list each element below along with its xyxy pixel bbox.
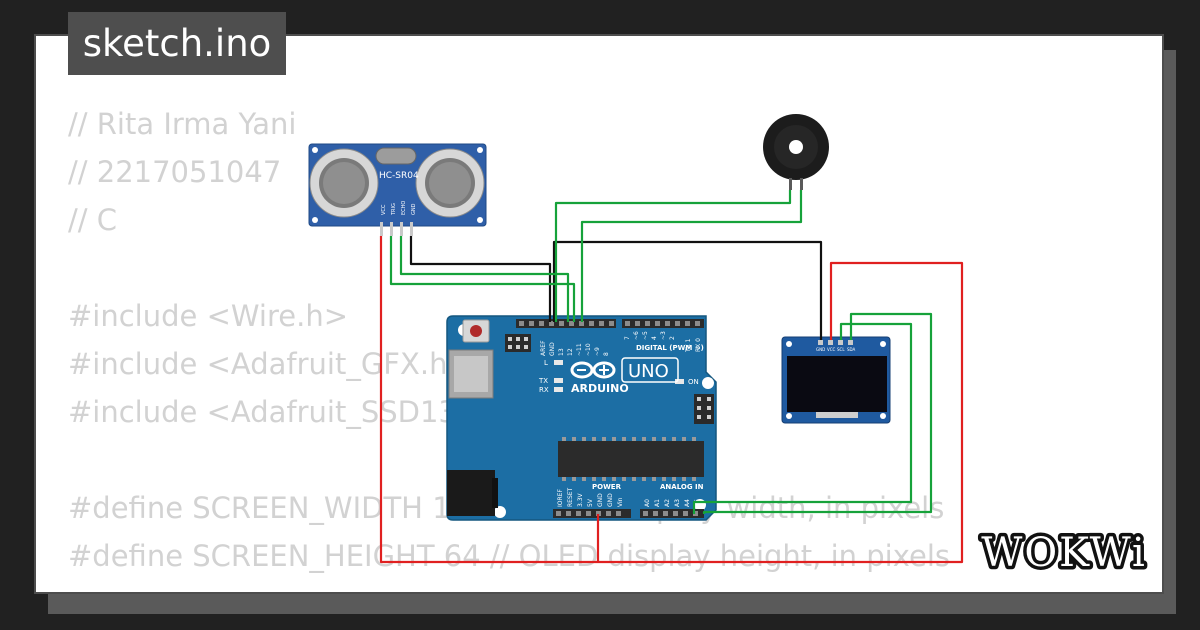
power-jack (447, 470, 495, 516)
wire-green-buzzer-a (554, 190, 792, 322)
pin-label: VCC (827, 347, 836, 352)
led-label: RX (539, 386, 549, 394)
pin-label: ~10 (585, 343, 592, 356)
pin-label: ~11 (576, 343, 583, 356)
sensor-name: HC-SR04 (379, 171, 419, 181)
digital-header-left (516, 319, 616, 328)
file-tab[interactable]: sketch.ino (68, 12, 286, 75)
pin-label: GND (549, 342, 556, 356)
pin-label: AREF (540, 340, 547, 356)
code-line: // C (68, 203, 118, 237)
power-header-label: POWER (592, 483, 622, 491)
pin-label: 8 (603, 352, 610, 356)
pin-label: ~6 (633, 331, 640, 340)
wire-black-gnd (552, 240, 823, 340)
pin-label: A2 (664, 499, 671, 507)
pin-label: 13 (558, 348, 565, 356)
digital-header-right (622, 319, 704, 328)
wire-red-vcc (379, 236, 964, 564)
pin-label: SDA (847, 347, 856, 352)
digital-header-label: DIGITAL (PWM ~) (636, 344, 704, 352)
pin-label: GND (597, 493, 604, 507)
arduino-uno-board[interactable]: AREF GND 13 12 ~11 ~10 ~9 8 7 ~6 ~5 4 ~3… (446, 315, 717, 521)
arduino-brand: ARDUINO (571, 382, 629, 395)
pin-label: A3 (674, 499, 681, 507)
pin-label: SCL (837, 347, 845, 352)
pin-label: 12 (567, 348, 574, 356)
pin-label: A4 (684, 499, 691, 507)
transducer-right (415, 148, 485, 218)
pin-label: RX 0 (695, 338, 702, 352)
pin-label: 4 (651, 336, 658, 340)
code-line: #include <Wire.h> (68, 299, 349, 333)
pin-label: A0 (644, 499, 651, 507)
pin-label: TRIG (391, 203, 397, 216)
pin-label: 5V (587, 498, 594, 507)
oled-display[interactable]: GND VCC SCL SDA (781, 336, 891, 424)
pin-label: RESET (567, 487, 574, 507)
arduino-model: UNO (628, 361, 669, 382)
pin-label: TX 1 (685, 338, 692, 353)
on-label: ON (688, 378, 699, 386)
wire-green-echo (399, 236, 570, 322)
pin-label: GND (816, 347, 825, 352)
pin-label: 7 (624, 336, 631, 340)
wokwi-logo-text: WOKWi (981, 530, 1147, 576)
pin-label: ~5 (642, 331, 649, 340)
transducer-left (309, 148, 379, 218)
pin-label: 3.3V (577, 492, 584, 507)
wire-green-sda (702, 312, 933, 514)
pin-label: A1 (654, 499, 661, 507)
wokwi-logo-outline: WOKWi (978, 527, 1149, 580)
pin-label: VCC (381, 204, 387, 215)
wire-black-sensor-gnd (409, 236, 552, 322)
crystal (375, 147, 417, 165)
pin-label: ECHO (401, 201, 407, 215)
pin-label: IOREF (557, 489, 564, 507)
hc-sr04-sensor[interactable]: HC-SR04 VCC TRIG ECHO GND (308, 143, 487, 236)
arduino-infinity-icon (570, 361, 616, 379)
wires (379, 190, 964, 564)
pin-label: GND (607, 493, 614, 507)
wokwi-logo: WOKWi WOKWi (976, 526, 1152, 580)
code-line: #include <Adafruit_GFX.h> (68, 347, 472, 381)
pin-label: ~3 (660, 331, 667, 340)
atmega-chip (558, 441, 704, 477)
analog-header-label: ANALOG IN (660, 483, 704, 491)
code-line: #define SCREEN_HEIGHT 64 // OLED display… (68, 539, 950, 573)
led-label: L (544, 359, 548, 367)
oled-screen (787, 356, 887, 412)
wire-green-trig (389, 236, 576, 322)
code-line: // Rita Irma Yani (68, 107, 297, 141)
wire-green-scl (692, 322, 913, 514)
analog-header (640, 509, 704, 518)
pin-label: GND (411, 203, 417, 215)
piezo-buzzer[interactable] (763, 114, 829, 190)
pin-label: 2 (669, 336, 676, 340)
pin-label: ~9 (594, 347, 601, 356)
code-line: // 2217051047 (68, 155, 282, 189)
pin-label: Vin (617, 497, 624, 507)
led-label: TX (538, 377, 548, 385)
svg-text:WOKWi: WOKWi (981, 530, 1147, 576)
wire-green-buzzer-b (580, 190, 803, 322)
power-header (553, 509, 631, 518)
